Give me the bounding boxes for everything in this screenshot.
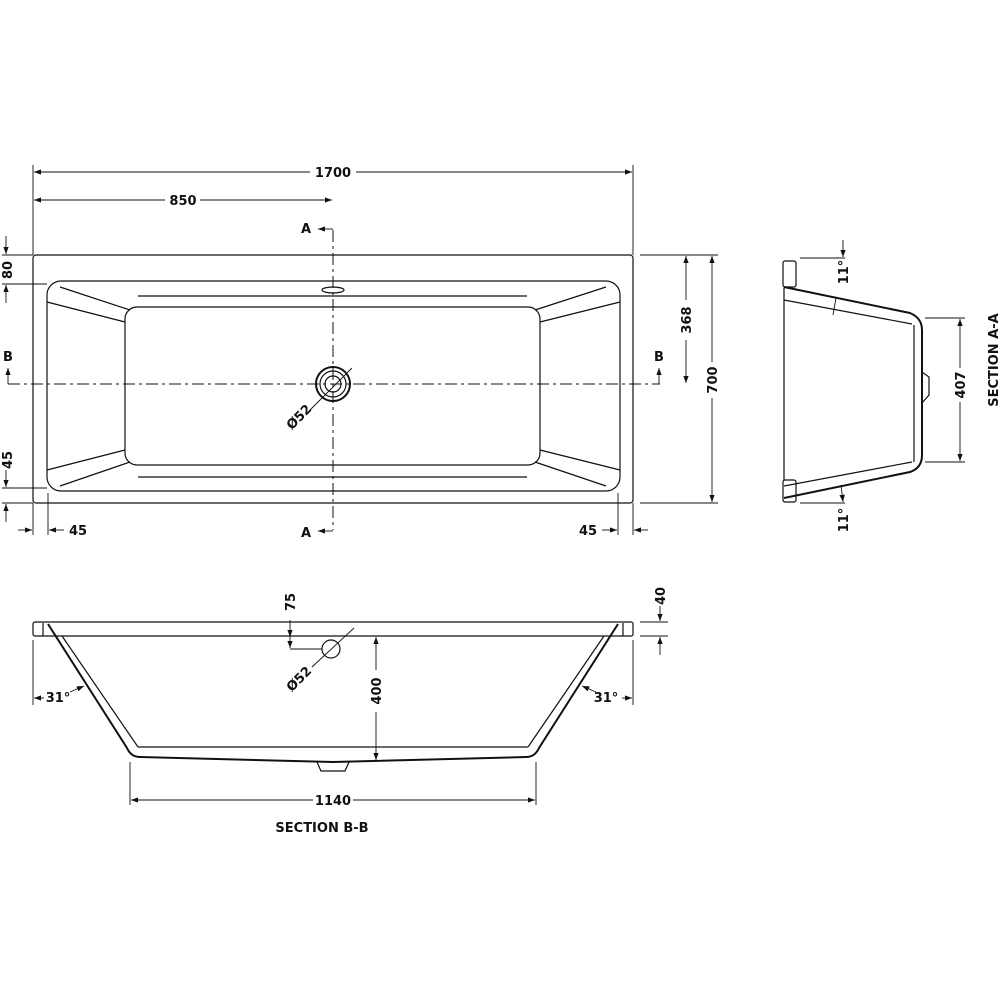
angle-top: 11°: [837, 260, 852, 285]
section-b-b: Ø52 75 400 40 31° 31° 1140 SECTION B-B: [32, 587, 669, 836]
angle-left: 31°: [46, 691, 71, 706]
dim-floor-length: 1140: [315, 794, 351, 809]
dim-rim-left: 45: [69, 524, 87, 539]
dim-overall-width: 700: [706, 366, 721, 393]
dim-rim-bottom: 45: [1, 451, 16, 469]
dim-overflow-depth: 75: [284, 593, 299, 611]
section-a-a: 11° 11° 407 SECTION A-A: [782, 240, 1000, 533]
dim-rim-thickness: 40: [654, 587, 669, 605]
section-a-marker-top: A: [301, 222, 311, 237]
dim-overall-length: 1700: [315, 166, 351, 181]
overflow-diameter-label: Ø52: [284, 664, 315, 695]
section-a-a-title: SECTION A-A: [987, 313, 1000, 406]
section-b-marker-right: B: [654, 350, 664, 365]
dim-rim-top: 80: [1, 261, 16, 279]
angle-right: 31°: [594, 691, 619, 706]
section-a-marker-bottom: A: [301, 526, 311, 541]
dim-floor-width: 407: [954, 371, 969, 398]
dim-half-length: 850: [169, 194, 196, 209]
plan-view: Ø52 A A B B 1700 850 80 45: [1, 165, 721, 541]
angle-bottom: 11°: [837, 508, 852, 533]
section-b-b-title: SECTION B-B: [275, 821, 368, 836]
waste-diameter-label: Ø52: [284, 402, 315, 433]
section-b-marker-left: B: [3, 350, 13, 365]
dim-rim-right: 45: [579, 524, 597, 539]
dim-waste-offset: 368: [680, 306, 695, 333]
dim-depth: 400: [370, 677, 385, 704]
